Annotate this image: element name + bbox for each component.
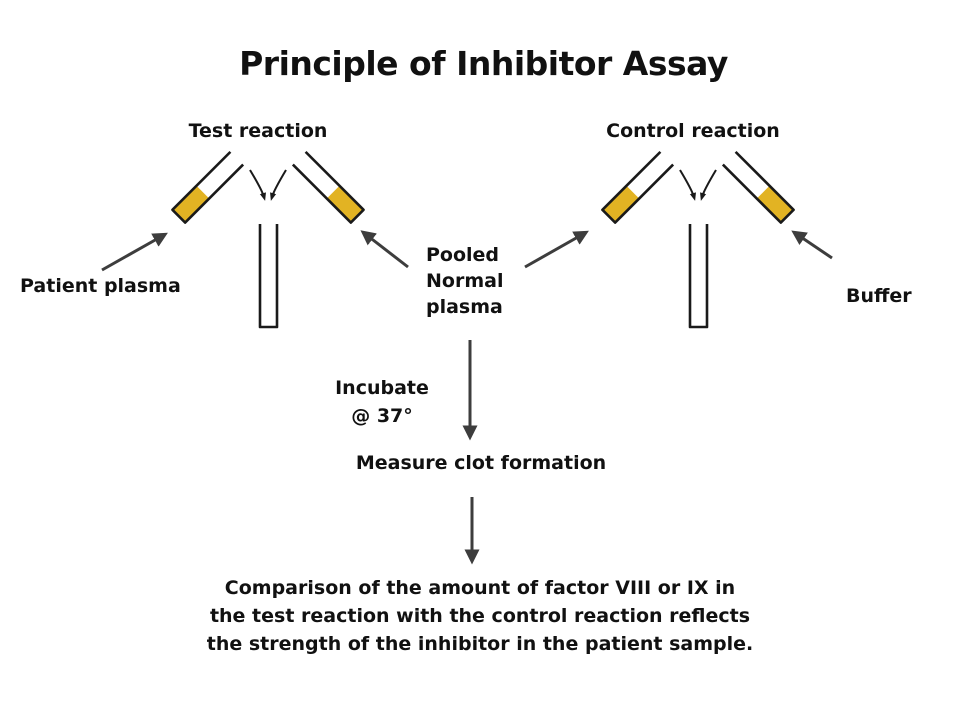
control-left-tube-outline bbox=[601, 150, 675, 224]
test-pour-arrow-left bbox=[249, 169, 266, 201]
test-left-tube-liquid bbox=[172, 185, 210, 223]
conclusion-line-1: Comparison of the amount of factor VIII … bbox=[224, 577, 736, 599]
incubate-line-2: @ 37° bbox=[351, 405, 413, 427]
patient-plasma-label: Patient plasma bbox=[20, 275, 181, 297]
incubate-label: Incubate @ 37° bbox=[330, 374, 434, 430]
control-right-tube-outline bbox=[721, 150, 795, 224]
control-left-tube-liquid bbox=[602, 185, 640, 223]
buffer-label: Buffer bbox=[846, 285, 912, 307]
control-right-tube-liquid bbox=[756, 185, 794, 223]
conclusion-text: Comparison of the amount of factor VIII … bbox=[160, 574, 800, 658]
conclusion-line-3: the strength of the inhibitor in the pat… bbox=[206, 633, 754, 655]
test-pour-arrow-right bbox=[270, 169, 287, 201]
test-left-tube bbox=[171, 150, 245, 224]
test-reaction-group bbox=[171, 150, 365, 329]
control-reaction-group bbox=[601, 150, 795, 329]
test-reaction-heading: Test reaction bbox=[188, 120, 328, 142]
pooled-to-test-arrow bbox=[360, 230, 409, 269]
test-right-tube-outline bbox=[291, 150, 365, 224]
test-left-tube-outline bbox=[171, 150, 245, 224]
test-right-tube bbox=[291, 150, 365, 224]
test-right-tube-liquid bbox=[326, 185, 364, 223]
measure-clot-formation-label: Measure clot formation bbox=[355, 452, 607, 474]
buffer-arrow bbox=[791, 230, 833, 260]
incubate-line-1: Incubate bbox=[335, 377, 429, 399]
test-reaction-tube bbox=[258, 224, 279, 329]
control-left-tube bbox=[601, 150, 675, 224]
patient-plasma-arrow bbox=[101, 232, 168, 272]
pooled-line-2: Normal bbox=[426, 270, 504, 292]
control-reaction-heading: Control reaction bbox=[606, 120, 780, 142]
pooled-line-3: plasma bbox=[426, 296, 503, 318]
pooled-to-control-arrow bbox=[524, 230, 589, 269]
control-reaction-tube bbox=[688, 224, 709, 329]
control-pour-arrow-right bbox=[700, 169, 717, 201]
pooled-line-1: Pooled bbox=[426, 244, 500, 266]
diagram-title: Principle of Inhibitor Assay bbox=[239, 44, 728, 83]
control-pour-arrow-left bbox=[679, 169, 696, 201]
control-right-tube bbox=[721, 150, 795, 224]
conclusion-line-2: the test reaction with the control react… bbox=[209, 605, 751, 627]
pooled-normal-plasma-label: Pooled Normal plasma bbox=[426, 242, 503, 320]
